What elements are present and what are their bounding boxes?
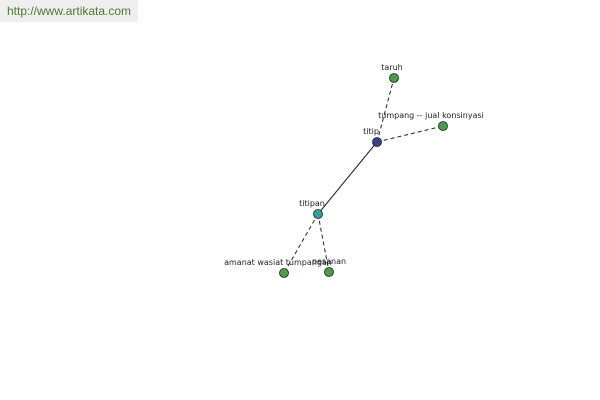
graph-labels: taruh tumpang -- jual konsinyasi titip titi…	[224, 63, 484, 267]
edge-titip-to-taruh	[376, 77, 395, 143]
graph-edges	[283, 77, 444, 274]
edge-titipan-to-amanat-wasiat-tumpangan	[283, 213, 319, 274]
edge-titipan-to-pesanan	[317, 213, 330, 273]
node-titip[interactable]	[372, 137, 382, 147]
graph-nodes	[279, 73, 448, 278]
node-label-tumpang-jual-konsinyasi[interactable]: tumpang -- jual konsinyasi	[378, 111, 484, 120]
node-titipan[interactable]	[313, 209, 323, 219]
edge-titip-to-tumpang-jual-konsinyasi	[376, 125, 444, 143]
node-tumpang-jual-konsinyasi[interactable]	[438, 121, 448, 131]
node-label-titip[interactable]: titip	[363, 127, 379, 136]
node-taruh[interactable]	[389, 73, 399, 83]
node-label-amanat-wasiat-tumpangan[interactable]: amanat wasiat tumpangan	[224, 258, 332, 267]
node-pesanan[interactable]	[324, 267, 334, 277]
node-label-pesanan[interactable]: pesanan	[312, 257, 346, 266]
node-amanat-wasiat-tumpangan[interactable]	[279, 268, 289, 278]
source-url-text[interactable]: http://www.artikata.com	[7, 4, 132, 18]
edge-titip-to-titipan	[317, 141, 378, 215]
source-url-watermark[interactable]: http://www.artikata.com	[0, 0, 138, 22]
node-label-taruh[interactable]: taruh	[381, 63, 402, 72]
node-label-titipan[interactable]: titipan	[299, 199, 325, 208]
